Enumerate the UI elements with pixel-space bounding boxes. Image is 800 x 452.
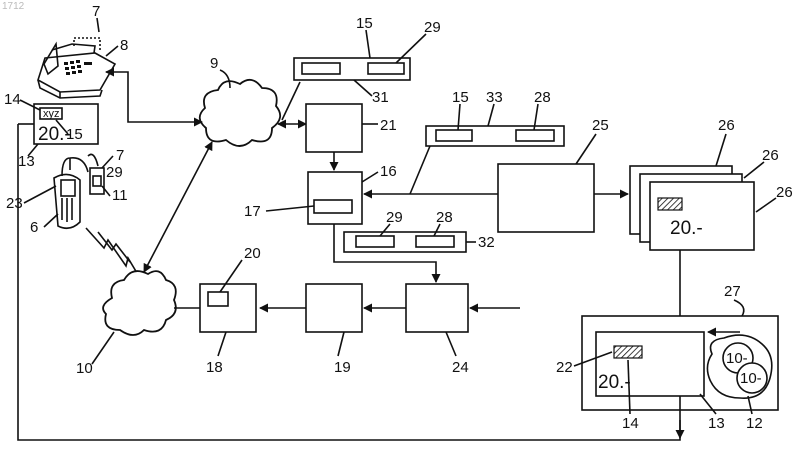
field-28-mid	[516, 130, 554, 141]
label-26-b: 26	[762, 147, 779, 164]
label-10: 10	[76, 360, 93, 377]
field-29-low	[356, 236, 394, 247]
label-9: 9	[210, 55, 218, 72]
label-21: 21	[380, 117, 397, 134]
box-24	[406, 284, 468, 332]
label-18: 18	[206, 359, 223, 376]
label-23: 23	[6, 195, 23, 212]
label-16: 16	[380, 163, 397, 180]
network-cloud-10	[103, 271, 176, 335]
field-28-low	[416, 236, 454, 247]
display-xyz-text: xyz	[43, 108, 60, 120]
box-21	[306, 104, 362, 152]
card-26-front	[650, 182, 754, 250]
box-17-inner	[314, 200, 352, 213]
label-13-display: 13	[18, 153, 35, 170]
label-15-top: 15	[356, 15, 373, 32]
label-20: 20	[244, 245, 261, 262]
box-20-inner	[208, 292, 228, 306]
card-reader-icon	[88, 154, 104, 194]
line-16-33	[410, 146, 430, 194]
corner-id: 1712	[2, 1, 25, 12]
label-24: 24	[452, 359, 469, 376]
line-fax-cloud9	[106, 72, 202, 122]
screen-amount: 20.-	[598, 372, 631, 393]
label-27: 27	[724, 283, 741, 300]
mobile-phone-icon	[54, 158, 88, 228]
label-7-phone: 7	[116, 147, 124, 164]
label-7-fax: 7	[92, 3, 100, 20]
label-12: 12	[746, 415, 763, 432]
label-11: 11	[112, 187, 128, 204]
label-28-low: 28	[436, 209, 453, 226]
network-cloud-9	[200, 80, 280, 146]
label-32: 32	[478, 234, 495, 251]
label-28-mid: 28	[534, 89, 551, 106]
wireless-link-icon	[86, 228, 140, 278]
label-15-display: 15	[66, 126, 83, 143]
label-8: 8	[120, 37, 128, 54]
line-cloud9-15	[282, 82, 300, 120]
label-17: 17	[244, 203, 261, 220]
box-19	[306, 284, 362, 332]
field-15-mid	[436, 130, 472, 141]
screen-chip-icon	[614, 346, 642, 358]
label-29-low: 29	[386, 209, 403, 226]
label-29-top: 29	[424, 19, 441, 36]
label-13-bottom: 13	[708, 415, 725, 432]
label-22: 22	[556, 359, 573, 376]
label-26-a: 26	[718, 117, 735, 134]
label-25: 25	[592, 117, 609, 134]
field-15-top	[302, 63, 340, 74]
label-29-phone: 29	[106, 164, 123, 181]
line-cloud9-cloud10	[144, 142, 212, 272]
fax-machine-icon	[38, 38, 115, 98]
label-31: 31	[372, 89, 389, 106]
label-14-top: 14	[4, 91, 21, 108]
label-19: 19	[334, 359, 351, 376]
card-amount: 20.-	[670, 218, 703, 239]
label-26-c: 26	[776, 184, 793, 201]
card-chip-icon	[658, 198, 682, 210]
coin-b-text: 10-	[740, 370, 762, 387]
box-16	[308, 172, 362, 224]
label-6: 6	[30, 219, 38, 236]
label-14-bottom: 14	[622, 415, 639, 432]
box-25	[498, 164, 594, 232]
field-29-top	[368, 63, 404, 74]
label-33: 33	[486, 89, 503, 106]
label-15-mid: 15	[452, 89, 469, 106]
